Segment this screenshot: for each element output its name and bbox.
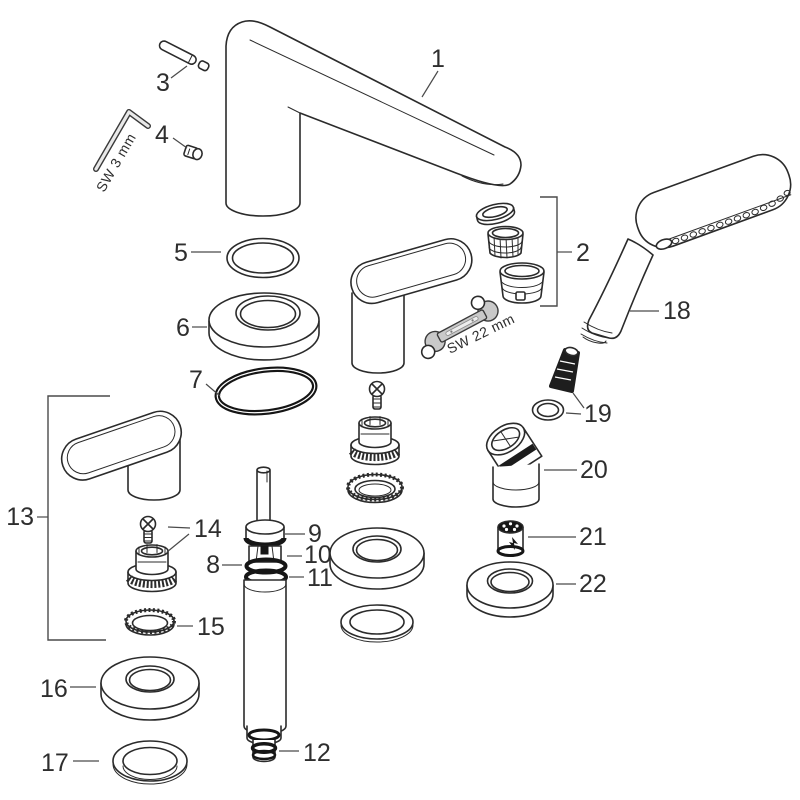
part-pin <box>158 40 210 72</box>
part-ring-center <box>340 604 414 643</box>
group-2-bracket <box>540 196 572 307</box>
leader-line-4 <box>172 137 188 149</box>
leader-line-14b <box>166 533 190 553</box>
part-escutcheon-22 <box>466 561 554 618</box>
part-cartridge <box>243 466 288 763</box>
part-label-13: 13 <box>6 503 34 531</box>
part-lock-ring-15 <box>124 608 176 636</box>
part-escutcheon-16 <box>100 656 200 721</box>
part-label-21: 21 <box>579 523 607 551</box>
part-aerator-seal <box>475 202 516 226</box>
leader-line-7 <box>205 383 221 397</box>
part-escutcheon-center <box>329 527 425 590</box>
part-spout <box>225 20 522 217</box>
part-lock-ring-center <box>346 472 404 504</box>
part-label-3: 3 <box>156 69 170 97</box>
part-adapter-center <box>348 416 402 466</box>
part-adapter-left <box>125 544 179 593</box>
leader-line-14a <box>167 526 191 529</box>
part-label-14: 14 <box>194 515 222 543</box>
leader-line-1 <box>421 70 439 98</box>
part-check-valve-21 <box>496 520 525 557</box>
group-13-bracket <box>37 395 110 641</box>
part-label-19: 19 <box>584 400 612 428</box>
part-label-8: 8 <box>206 551 220 579</box>
part-label-10: 10 <box>304 541 332 569</box>
part-label-1: 1 <box>431 45 445 73</box>
part-hand-shower <box>580 153 792 344</box>
part-label-9: 9 <box>308 520 322 548</box>
part-handle-screw-center <box>368 380 386 410</box>
part-aerator-housing <box>499 262 545 304</box>
part-label-2: 2 <box>576 239 590 267</box>
part-label-6: 6 <box>176 314 190 342</box>
part-label-7: 7 <box>189 366 203 394</box>
allen-key-icon: SW 3 mm <box>93 109 151 195</box>
part-filter-cone-19 <box>549 346 580 393</box>
part-label-17: 17 <box>41 749 69 777</box>
part-handle-left <box>60 410 183 501</box>
part-label-11: 11 <box>307 564 333 592</box>
leader-line-19b <box>565 412 582 415</box>
part-label-15: 15 <box>197 613 225 641</box>
part-label-12: 12 <box>303 739 331 767</box>
leader-line-19a <box>572 392 585 409</box>
part-handle-center <box>350 237 473 374</box>
part-o-ring-7 <box>214 366 318 416</box>
part-ring-17 <box>112 740 188 785</box>
part-label-16: 16 <box>40 675 68 703</box>
part-escutcheon-6 <box>208 292 320 361</box>
part-aerator-insert <box>487 225 524 259</box>
part-label-20: 20 <box>580 456 608 484</box>
part-o-ring-5 <box>226 237 300 279</box>
part-label-4: 4 <box>155 121 169 149</box>
part-label-22: 22 <box>579 570 607 598</box>
part-elbow-20 <box>485 422 543 508</box>
part-label-5: 5 <box>174 239 188 267</box>
wrench-icon: SW 22 mm <box>420 295 517 360</box>
part-grub-screw <box>183 144 203 161</box>
part-label-18: 18 <box>663 297 691 325</box>
part-washer-19 <box>531 399 565 421</box>
part-handle-screw-left <box>139 515 157 544</box>
leader-line-3 <box>170 65 188 79</box>
